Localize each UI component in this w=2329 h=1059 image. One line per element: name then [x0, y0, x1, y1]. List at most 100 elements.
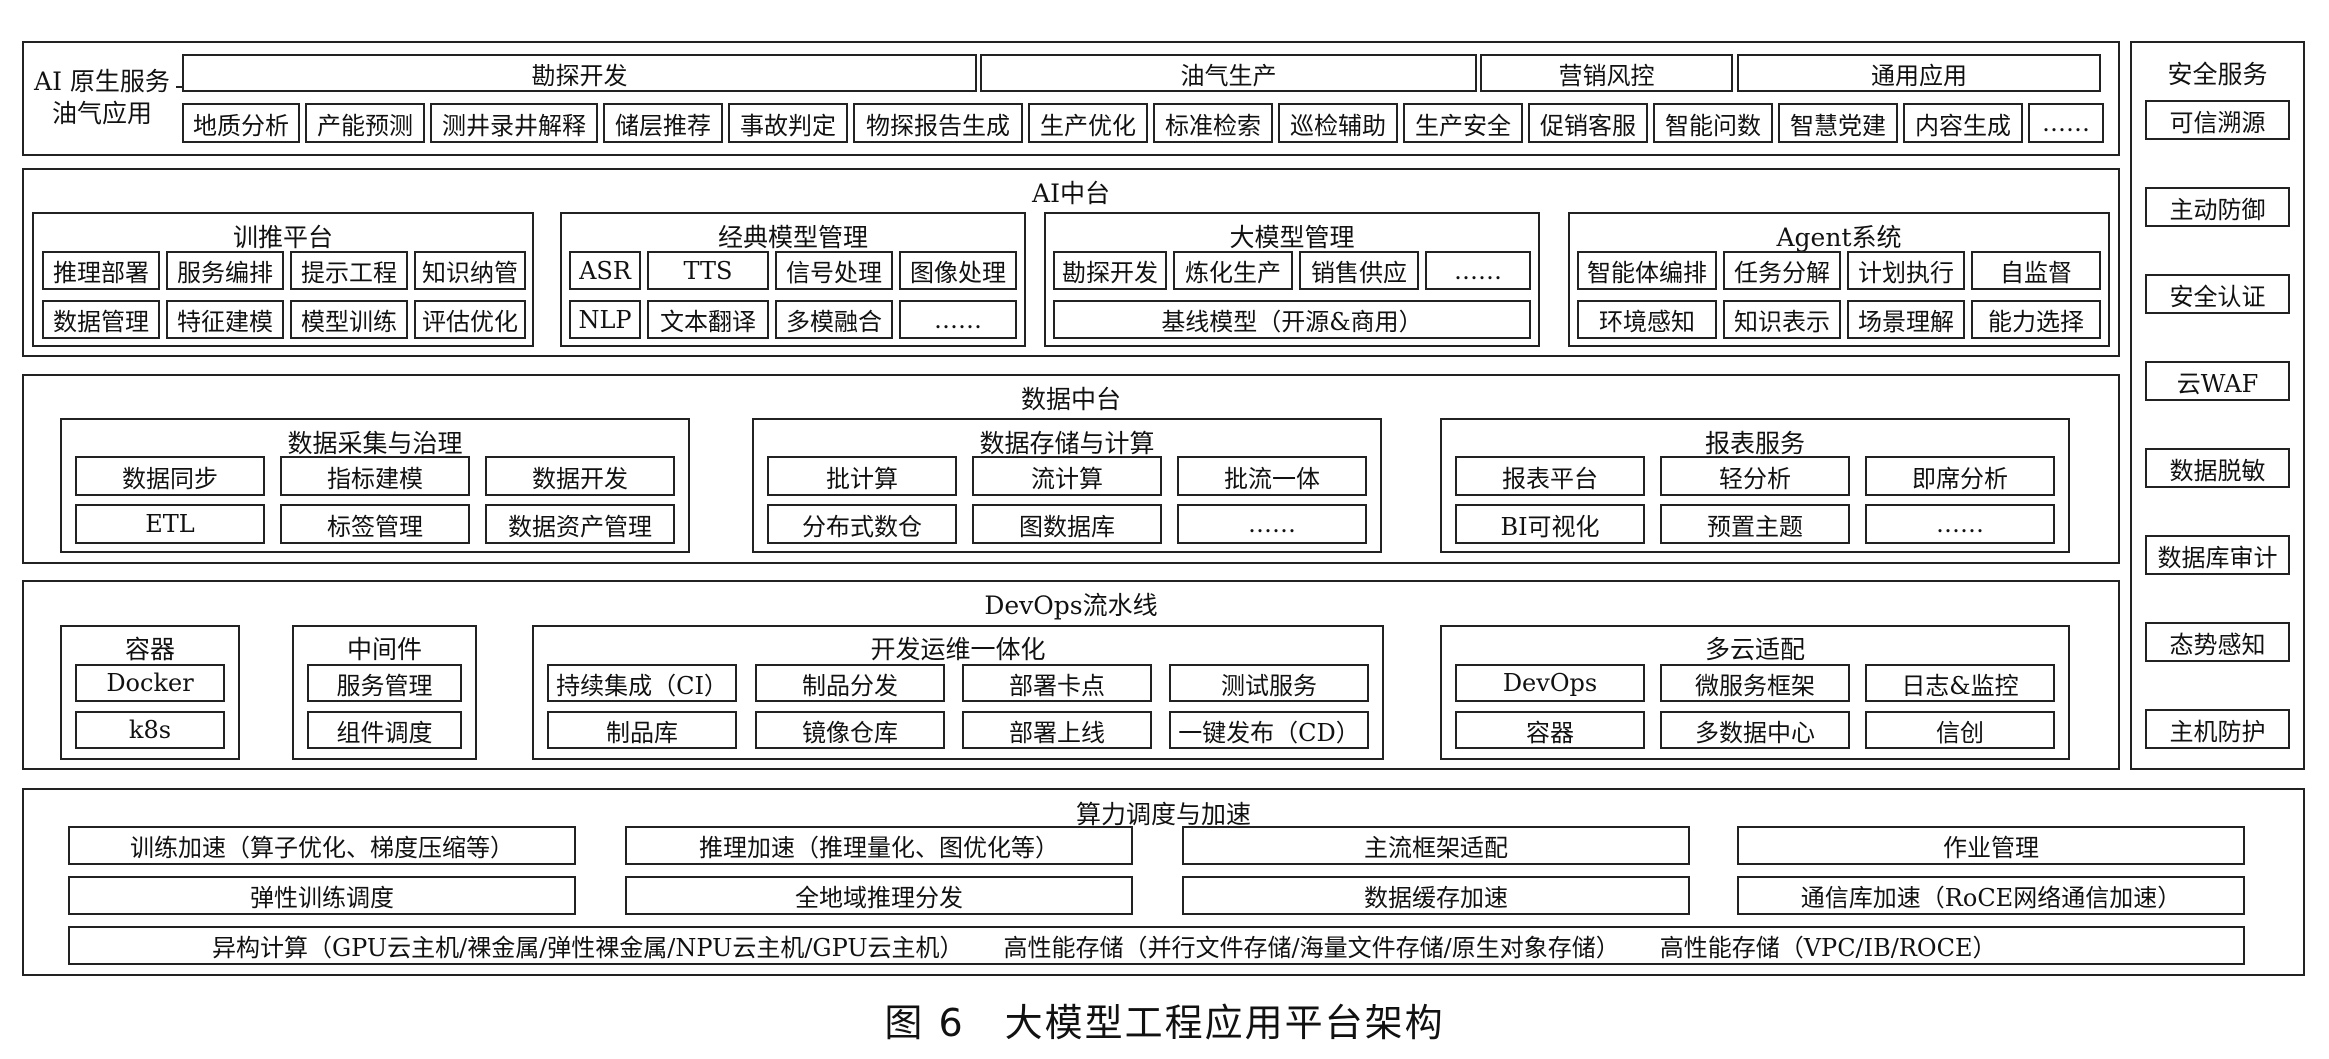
app-content-gen: 内容生成 [1903, 103, 2023, 143]
agent-item-6: 场景理解 [1847, 300, 1965, 339]
compute-row1-1: 推理加速（推理量化、图优化等） [625, 826, 1133, 865]
compute-row1-2: 主流框架适配 [1182, 826, 1690, 865]
data-platform-title: 数据中台 [1020, 385, 1121, 414]
multicloud-item-5: 信创 [1865, 711, 2055, 749]
app-geology: 地质分析 [182, 103, 300, 143]
middleware-item-0: 服务管理 [307, 664, 462, 702]
large-item-more: …… [1425, 251, 1531, 290]
multicloud-item-2: 日志&监控 [1865, 664, 2055, 702]
classic-item-multimodal: 多模融合 [775, 300, 893, 339]
compute-row1-0: 训练加速（算子优化、梯度压缩等） [68, 826, 576, 865]
app-standard-search: 标准检索 [1153, 103, 1273, 143]
classic-item-image: 图像处理 [899, 251, 1017, 290]
devint-item-1: 制品分发 [755, 664, 945, 702]
compute-row3: 异构计算（GPU云主机/裸金属/弹性裸金属/NPU云主机/GPU云主机） 高性能… [68, 926, 2245, 965]
collect-item-5: 数据资产管理 [485, 504, 675, 544]
collect-item-2: 数据开发 [485, 456, 675, 496]
train-item-4: 数据管理 [42, 300, 160, 339]
train-platform-title: 训推平台 [232, 223, 333, 252]
report-item-3: BI可视化 [1455, 504, 1645, 544]
security-title: 安全服务 [2167, 60, 2268, 89]
ai-native-label-line2: 油气应用 [51, 99, 152, 128]
devint-item-0: 持续集成（CI） [547, 664, 737, 702]
storage-item-3: 分布式数仓 [767, 504, 957, 544]
devint-item-3: 测试服务 [1169, 664, 1369, 702]
classic-item-nlp: NLP [569, 300, 641, 339]
storage-item-0: 批计算 [767, 456, 957, 496]
compute-row2-1: 全地域推理分发 [625, 876, 1133, 915]
classic-item-more: …… [899, 300, 1017, 339]
app-inspection: 巡检辅助 [1278, 103, 1398, 143]
train-item-7: 评估优化 [414, 300, 526, 339]
app-reservoir: 储层推荐 [603, 103, 723, 143]
middleware-title: 中间件 [346, 635, 422, 664]
report-service-title: 报表服务 [1704, 429, 1805, 458]
large-base-model: 基线模型（开源&商用） [1053, 300, 1531, 339]
agent-item-7: 能力选择 [1971, 300, 2101, 339]
app-report-gen: 物探报告生成 [853, 103, 1023, 143]
collect-item-0: 数据同步 [75, 456, 265, 496]
agent-system-title: Agent系统 [1776, 223, 1902, 252]
train-item-2: 提示工程 [290, 251, 408, 290]
classic-item-asr: ASR [569, 251, 641, 290]
large-item-sales: 销售供应 [1299, 251, 1419, 290]
container-item-k8s: k8s [75, 711, 225, 749]
ai-platform-title: AI中台 [1032, 179, 1110, 208]
compute-row2-2: 数据缓存加速 [1182, 876, 1690, 915]
classic-model-title: 经典模型管理 [717, 223, 868, 252]
multicloud-item-0: DevOps [1455, 664, 1645, 702]
app-prod-safety: 生产安全 [1403, 103, 1523, 143]
devint-item-6: 部署上线 [962, 711, 1152, 749]
app-sales-service: 促销客服 [1528, 103, 1648, 143]
security-item-2: 安全认证 [2145, 274, 2290, 314]
large-model-title: 大模型管理 [1229, 223, 1355, 252]
collect-item-3: ETL [75, 504, 265, 544]
compute-row2-0: 弹性训练调度 [68, 876, 576, 915]
storage-item-5: …… [1177, 504, 1367, 544]
compute-row3-hetero: 异构计算（GPU云主机/裸金属/弹性裸金属/NPU云主机/GPU云主机） [212, 934, 964, 962]
collect-item-4: 标签管理 [280, 504, 470, 544]
category-general: 通用应用 [1737, 54, 2101, 92]
devint-item-2: 部署卡点 [962, 664, 1152, 702]
classic-item-signal: 信号处理 [775, 251, 893, 290]
storage-item-1: 流计算 [972, 456, 1162, 496]
compute-row3-storage: 高性能存储（并行文件存储/海量文件存储/原生对象存储） [1003, 934, 1620, 962]
train-item-1: 服务编排 [166, 251, 284, 290]
large-item-exploration: 勘探开发 [1053, 251, 1167, 290]
storage-item-2: 批流一体 [1177, 456, 1367, 496]
devint-item-4: 制品库 [547, 711, 737, 749]
app-logging: 测井录井解释 [430, 103, 598, 143]
app-capacity: 产能预测 [305, 103, 425, 143]
category-marketing-risk: 营销风控 [1480, 54, 1733, 92]
container-title: 容器 [124, 635, 175, 664]
compute-row3-network: 高性能存储（VPC/IB/ROCE） [1659, 934, 1997, 962]
multicloud-item-4: 多数据中心 [1660, 711, 1850, 749]
figure-caption: 图 6 大模型工程应用平台架构 [884, 1001, 1445, 1045]
classic-item-translate: 文本翻译 [647, 300, 769, 339]
middleware-item-1: 组件调度 [307, 711, 462, 749]
ai-native-services-label: AI 原生服务 油气应用 [26, 66, 178, 130]
agent-item-3: 自监督 [1971, 251, 2101, 290]
agent-item-4: 环境感知 [1577, 300, 1717, 339]
security-item-4: 数据脱敏 [2145, 448, 2290, 488]
report-item-4: 预置主题 [1660, 504, 1850, 544]
agent-item-1: 任务分解 [1723, 251, 1841, 290]
security-item-7: 主机防护 [2145, 709, 2290, 749]
category-production: 油气生产 [980, 54, 1477, 92]
bracket-line [176, 86, 182, 88]
train-item-3: 知识纳管 [414, 251, 526, 290]
data-collect-title: 数据采集与治理 [287, 429, 463, 458]
multicloud-item-3: 容器 [1455, 711, 1645, 749]
agent-item-2: 计划执行 [1847, 251, 1965, 290]
compute-title: 算力调度与加速 [1075, 800, 1251, 829]
train-item-0: 推理部署 [42, 251, 160, 290]
large-item-refining: 炼化生产 [1173, 251, 1293, 290]
compute-row2-3: 通信库加速（RoCE网络通信加速） [1737, 876, 2245, 915]
data-storage-title: 数据存储与计算 [979, 429, 1155, 458]
report-item-0: 报表平台 [1455, 456, 1645, 496]
agent-item-0: 智能体编排 [1577, 251, 1717, 290]
compute-row1-3: 作业管理 [1737, 826, 2245, 865]
devint-item-5: 镜像仓库 [755, 711, 945, 749]
storage-item-4: 图数据库 [972, 504, 1162, 544]
security-item-0: 可信溯源 [2145, 100, 2290, 140]
